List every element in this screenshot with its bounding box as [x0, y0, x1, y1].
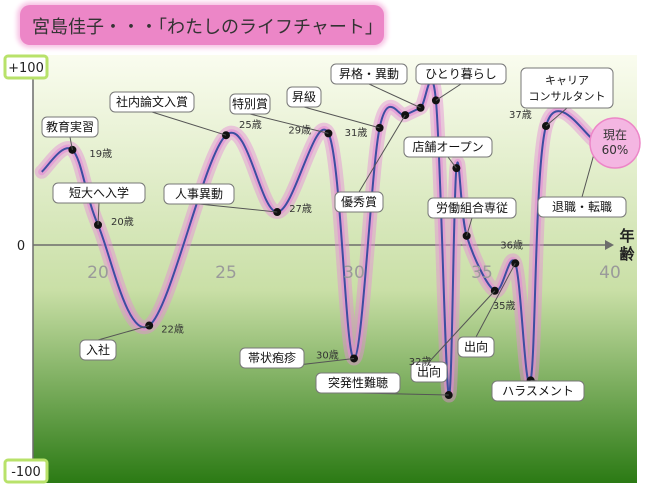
title-banner: 宮島佳子・・・「わたしのライフチャート」	[20, 5, 384, 45]
callout-label: コンサルタント	[529, 90, 606, 103]
callout-box	[163, 183, 235, 205]
age-label: 32歳	[409, 356, 432, 368]
callout-connector	[475, 263, 516, 338]
callout-label: 優秀賞	[341, 195, 377, 209]
y-max-label-box	[3, 54, 49, 80]
callout-box	[415, 63, 507, 85]
callout-label: 出向	[417, 364, 441, 379]
callout-connector	[97, 325, 150, 341]
callout-label: 退職・転職	[552, 200, 612, 214]
callout-label: 社内論文入賞	[116, 94, 188, 109]
callout-label: 帯状疱疹	[248, 350, 296, 365]
callout-connector	[447, 156, 457, 169]
age-label: 22歳	[161, 324, 184, 336]
callout-box	[403, 136, 493, 158]
current-badge-label: 現在	[603, 128, 627, 142]
age-label: 25歳	[239, 119, 262, 131]
y-zero-label: 0	[17, 239, 25, 254]
callout-box	[537, 196, 627, 218]
page-title: 宮島佳子・・・「わたしのライフチャート」	[32, 17, 383, 38]
x-tick-label: 20	[87, 263, 109, 283]
callout-connector	[358, 114, 406, 193]
age-label: 20歳	[111, 216, 134, 228]
callout-box	[334, 191, 384, 213]
callout-label: 人事異動	[175, 187, 223, 201]
x-tick-label: 30	[343, 263, 365, 283]
callout-label: 店舗オープン	[412, 140, 483, 154]
y-max-label: +100	[8, 61, 44, 76]
callout-box	[330, 63, 408, 85]
age-label: 27歳	[289, 203, 312, 215]
callout-label: 特別賞	[232, 96, 268, 111]
callout-connector	[428, 290, 496, 363]
callout-label: ハラスメント	[502, 384, 574, 398]
callout-box	[491, 380, 585, 402]
callout-label: 労働組合専従	[436, 200, 508, 215]
y-min-label: -100	[11, 465, 41, 480]
callout-connector	[466, 217, 473, 236]
callout-box	[41, 116, 99, 138]
callout-box	[427, 197, 517, 219]
current-badge-value: 60%	[602, 143, 629, 157]
x-tick-label: 40	[599, 263, 621, 283]
callout-label: キャリア	[545, 74, 589, 87]
x-tick-label: 35	[471, 263, 493, 283]
callout-box	[109, 91, 195, 113]
callout-box	[52, 182, 146, 204]
age-label: 36歳	[500, 239, 523, 251]
data-point	[375, 123, 384, 132]
age-label: 19歳	[89, 148, 112, 160]
callout-box	[229, 93, 271, 115]
callout-connector	[435, 83, 462, 101]
callout-connector	[69, 136, 73, 150]
callout-box	[79, 339, 117, 361]
age-label: 31歳	[345, 127, 368, 139]
callout-box	[520, 67, 614, 109]
x-tick-label: 25	[215, 263, 237, 283]
callout-label: 突発性難聴	[328, 375, 388, 390]
x-axis-arrow	[605, 240, 614, 250]
age-label: 30歳	[316, 349, 339, 361]
callout-label: 昇級	[292, 90, 316, 104]
callout-label: 出向	[464, 339, 488, 354]
callout-box	[457, 336, 495, 358]
callout-box	[286, 86, 322, 108]
callout-label: ひとり暮らし	[425, 67, 497, 81]
current-badge	[589, 117, 641, 169]
y-min-label-box	[3, 458, 49, 484]
callout-label: 入社	[86, 342, 110, 357]
callout-label: 昇格・異動	[339, 66, 399, 81]
callout-box	[239, 347, 305, 369]
callout-connector	[303, 106, 380, 129]
callout-connector	[151, 111, 227, 136]
callout-label: 短大へ入学	[69, 185, 129, 200]
age-label: 29歳	[288, 124, 311, 136]
age-label: 37歳	[509, 109, 532, 121]
age-label: 35歳	[493, 300, 516, 312]
callout-connector	[545, 107, 568, 127]
callout-connector	[198, 203, 278, 213]
callout-box	[410, 361, 448, 383]
callout-connector	[97, 202, 100, 225]
callout-label: 教育実習	[46, 119, 94, 134]
x-axis-label-char: 年	[619, 227, 634, 245]
callout-connector	[249, 113, 329, 134]
x-axis-label-char: 齢	[619, 245, 635, 263]
callout-box	[315, 372, 401, 394]
callout-connector	[368, 83, 421, 109]
